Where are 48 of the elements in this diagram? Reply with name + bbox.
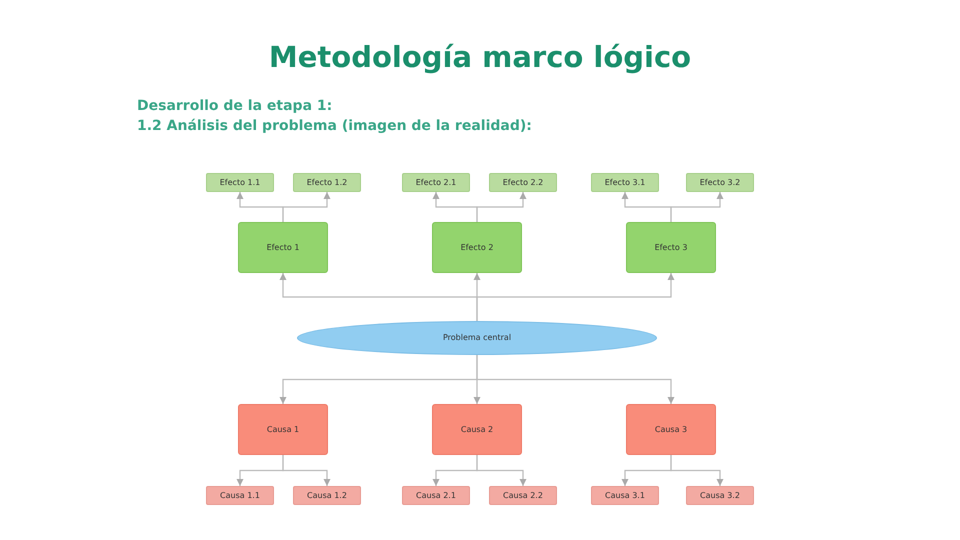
node-label: Causa 1 xyxy=(266,426,300,434)
effect-box xyxy=(432,222,522,273)
cause-box xyxy=(293,486,361,505)
cause-box xyxy=(686,486,754,505)
cause-box xyxy=(238,404,328,455)
cause-box xyxy=(402,486,470,505)
effect-box xyxy=(206,173,274,192)
effect-box xyxy=(489,173,557,192)
title: Metodología marco lógico xyxy=(268,40,692,74)
node-label: Efecto 1 xyxy=(266,244,300,252)
effect-box xyxy=(686,173,754,192)
node-label: Efecto 2 xyxy=(460,244,494,252)
cause-box xyxy=(489,486,557,505)
node-label: Causa 2 xyxy=(460,426,494,434)
connector-arrow xyxy=(282,455,331,486)
effect-box xyxy=(402,173,470,192)
connector-arrow xyxy=(670,192,724,222)
section-heading: Desarrollo de la etapa 1: xyxy=(137,98,332,114)
effect-box xyxy=(626,222,716,273)
node-label: Causa 3 xyxy=(654,426,688,434)
connector-arrow xyxy=(670,455,724,486)
node-label: Causa 2.1 xyxy=(416,492,456,500)
node-label: Causa 1.2 xyxy=(307,492,347,500)
effect-box xyxy=(238,222,328,273)
node-label: Causa 1.1 xyxy=(220,492,260,500)
subsection-heading: 1.2 Análisis del problema (imagen de la realidad): xyxy=(137,118,532,134)
cause-box xyxy=(591,486,659,505)
connector-arrow xyxy=(476,273,675,321)
connector-arrow xyxy=(476,192,527,222)
node-label: Efecto 2.1 xyxy=(416,178,456,186)
effect-box xyxy=(591,173,659,192)
connector-arrow xyxy=(282,192,331,222)
cause-box xyxy=(626,404,716,455)
node-label: Causa 3.2 xyxy=(700,492,740,500)
node-label: Problema central xyxy=(442,334,512,342)
connector-arrow xyxy=(476,455,527,486)
effect-box xyxy=(293,173,361,192)
connector-arrow xyxy=(476,355,675,404)
node-label: Efecto 1.2 xyxy=(306,178,348,186)
node-label: Efecto 3.1 xyxy=(604,178,646,186)
node-label: Efecto 1.1 xyxy=(220,178,260,186)
cause-box xyxy=(206,486,274,505)
cause-box xyxy=(432,404,522,455)
node-label: Efecto 3 xyxy=(654,244,688,252)
node-label: Causa 3.1 xyxy=(605,492,645,500)
node-label: Efecto 3.2 xyxy=(700,178,740,186)
node-label: Efecto 2.2 xyxy=(502,178,544,186)
node-label: Causa 2.2 xyxy=(503,492,543,500)
